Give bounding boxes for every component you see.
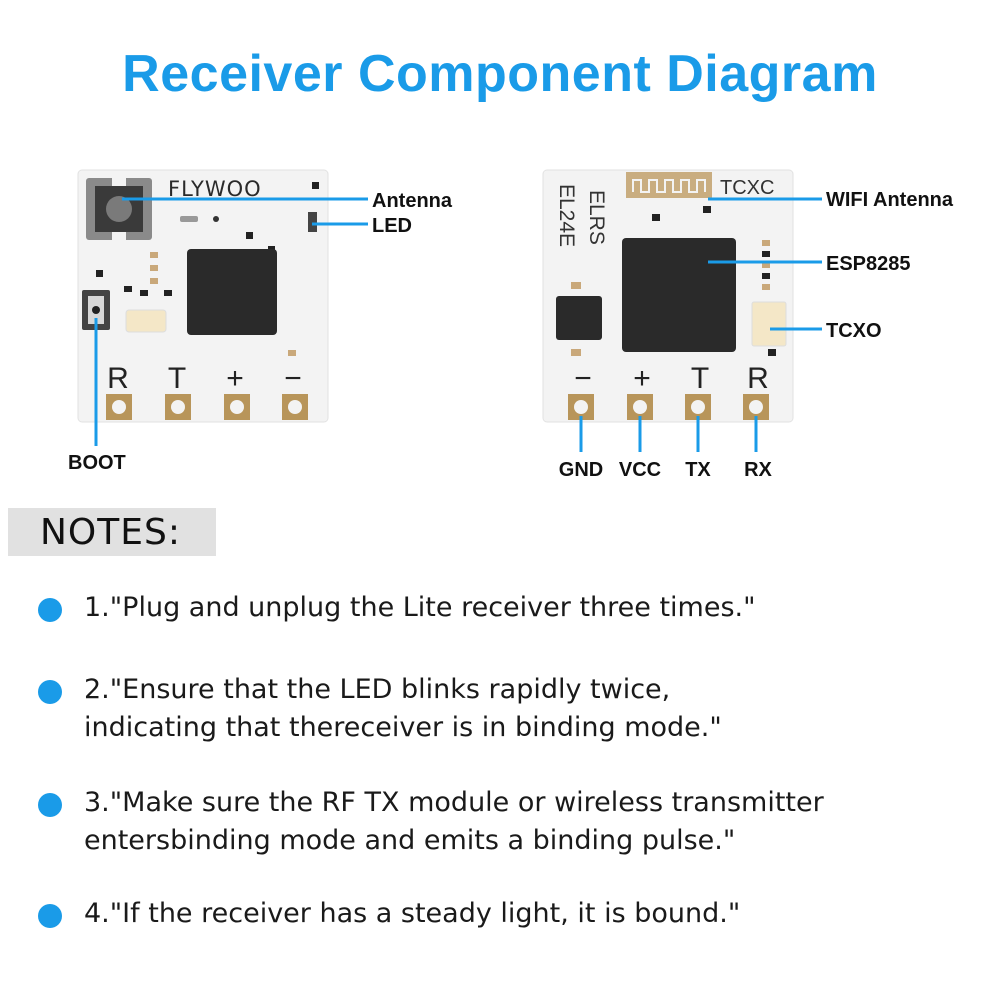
note-item: 3."Make sure the RF TX module or wireles…	[38, 784, 958, 860]
note-item: 4."If the receiver has a steady light, i…	[38, 895, 958, 933]
right-receiver-board: TCXC ELRS EL24E − + T R	[542, 169, 794, 423]
note-item: 1."Plug and unplug the Lite receiver thr…	[38, 589, 958, 627]
left-solder-pads	[106, 394, 308, 420]
bullet-icon	[38, 793, 62, 817]
wifi-antenna-label: WIFI Antenna	[826, 189, 954, 211]
left-pin-t-label: T	[168, 362, 186, 395]
bullet-icon	[38, 598, 62, 622]
antenna-connector	[86, 178, 152, 240]
rx-label: RX	[744, 459, 772, 481]
gnd-label: GND	[559, 459, 603, 481]
right-pin-plus-label: +	[633, 362, 651, 395]
tcxo-label: TCXO	[826, 320, 882, 342]
right-pin-t-label: T	[691, 362, 709, 395]
left-pin-minus-label: −	[284, 362, 302, 395]
right-pin-minus-label: −	[574, 362, 592, 395]
boot-label: BOOT	[68, 452, 126, 474]
vcc-label: VCC	[619, 459, 661, 481]
left-pin-plus-label: +	[226, 362, 244, 395]
note-text: 4."If the receiver has a steady light, i…	[84, 898, 741, 929]
right-pin-r-label: R	[747, 362, 769, 395]
tx-label: TX	[685, 459, 711, 481]
note-item: 2."Ensure that the LED blinks rapidly tw…	[38, 671, 958, 747]
left-pin-r-label: R	[107, 362, 129, 395]
silk-tcxc-text: TCXC	[720, 177, 774, 199]
led-label: LED	[372, 215, 412, 237]
bullet-icon	[38, 680, 62, 704]
led-component	[308, 212, 317, 232]
tcxo-component	[751, 301, 787, 347]
note-text: 1."Plug and unplug the Lite receiver thr…	[84, 592, 756, 623]
small-chip	[556, 296, 602, 340]
note-text: 2."Ensure that the LED blinks rapidly tw…	[84, 674, 722, 743]
esp8285-chip	[622, 238, 736, 352]
mcu-chip	[187, 249, 277, 335]
page-title: Receiver Component Diagram	[122, 45, 878, 103]
receiver-diagram: FLYWOO R T + −	[68, 169, 954, 481]
bullet-icon	[38, 904, 62, 928]
esp-label: ESP8285	[826, 253, 911, 275]
silk-elrs-text: ELRS	[585, 190, 608, 245]
right-solder-pads	[568, 394, 769, 420]
notes-heading: NOTES:	[40, 512, 181, 553]
wifi-antenna-trace	[626, 172, 712, 198]
note-text: 3."Make sure the RF TX module or wireles…	[84, 787, 824, 856]
antenna-label: Antenna	[372, 190, 453, 212]
boot-button	[82, 290, 110, 330]
left-receiver-board: FLYWOO R T + −	[77, 169, 329, 423]
board-brand-text: FLYWOO	[168, 177, 262, 201]
silk-model-text: EL24E	[555, 184, 578, 247]
notes-heading-background	[8, 508, 216, 556]
